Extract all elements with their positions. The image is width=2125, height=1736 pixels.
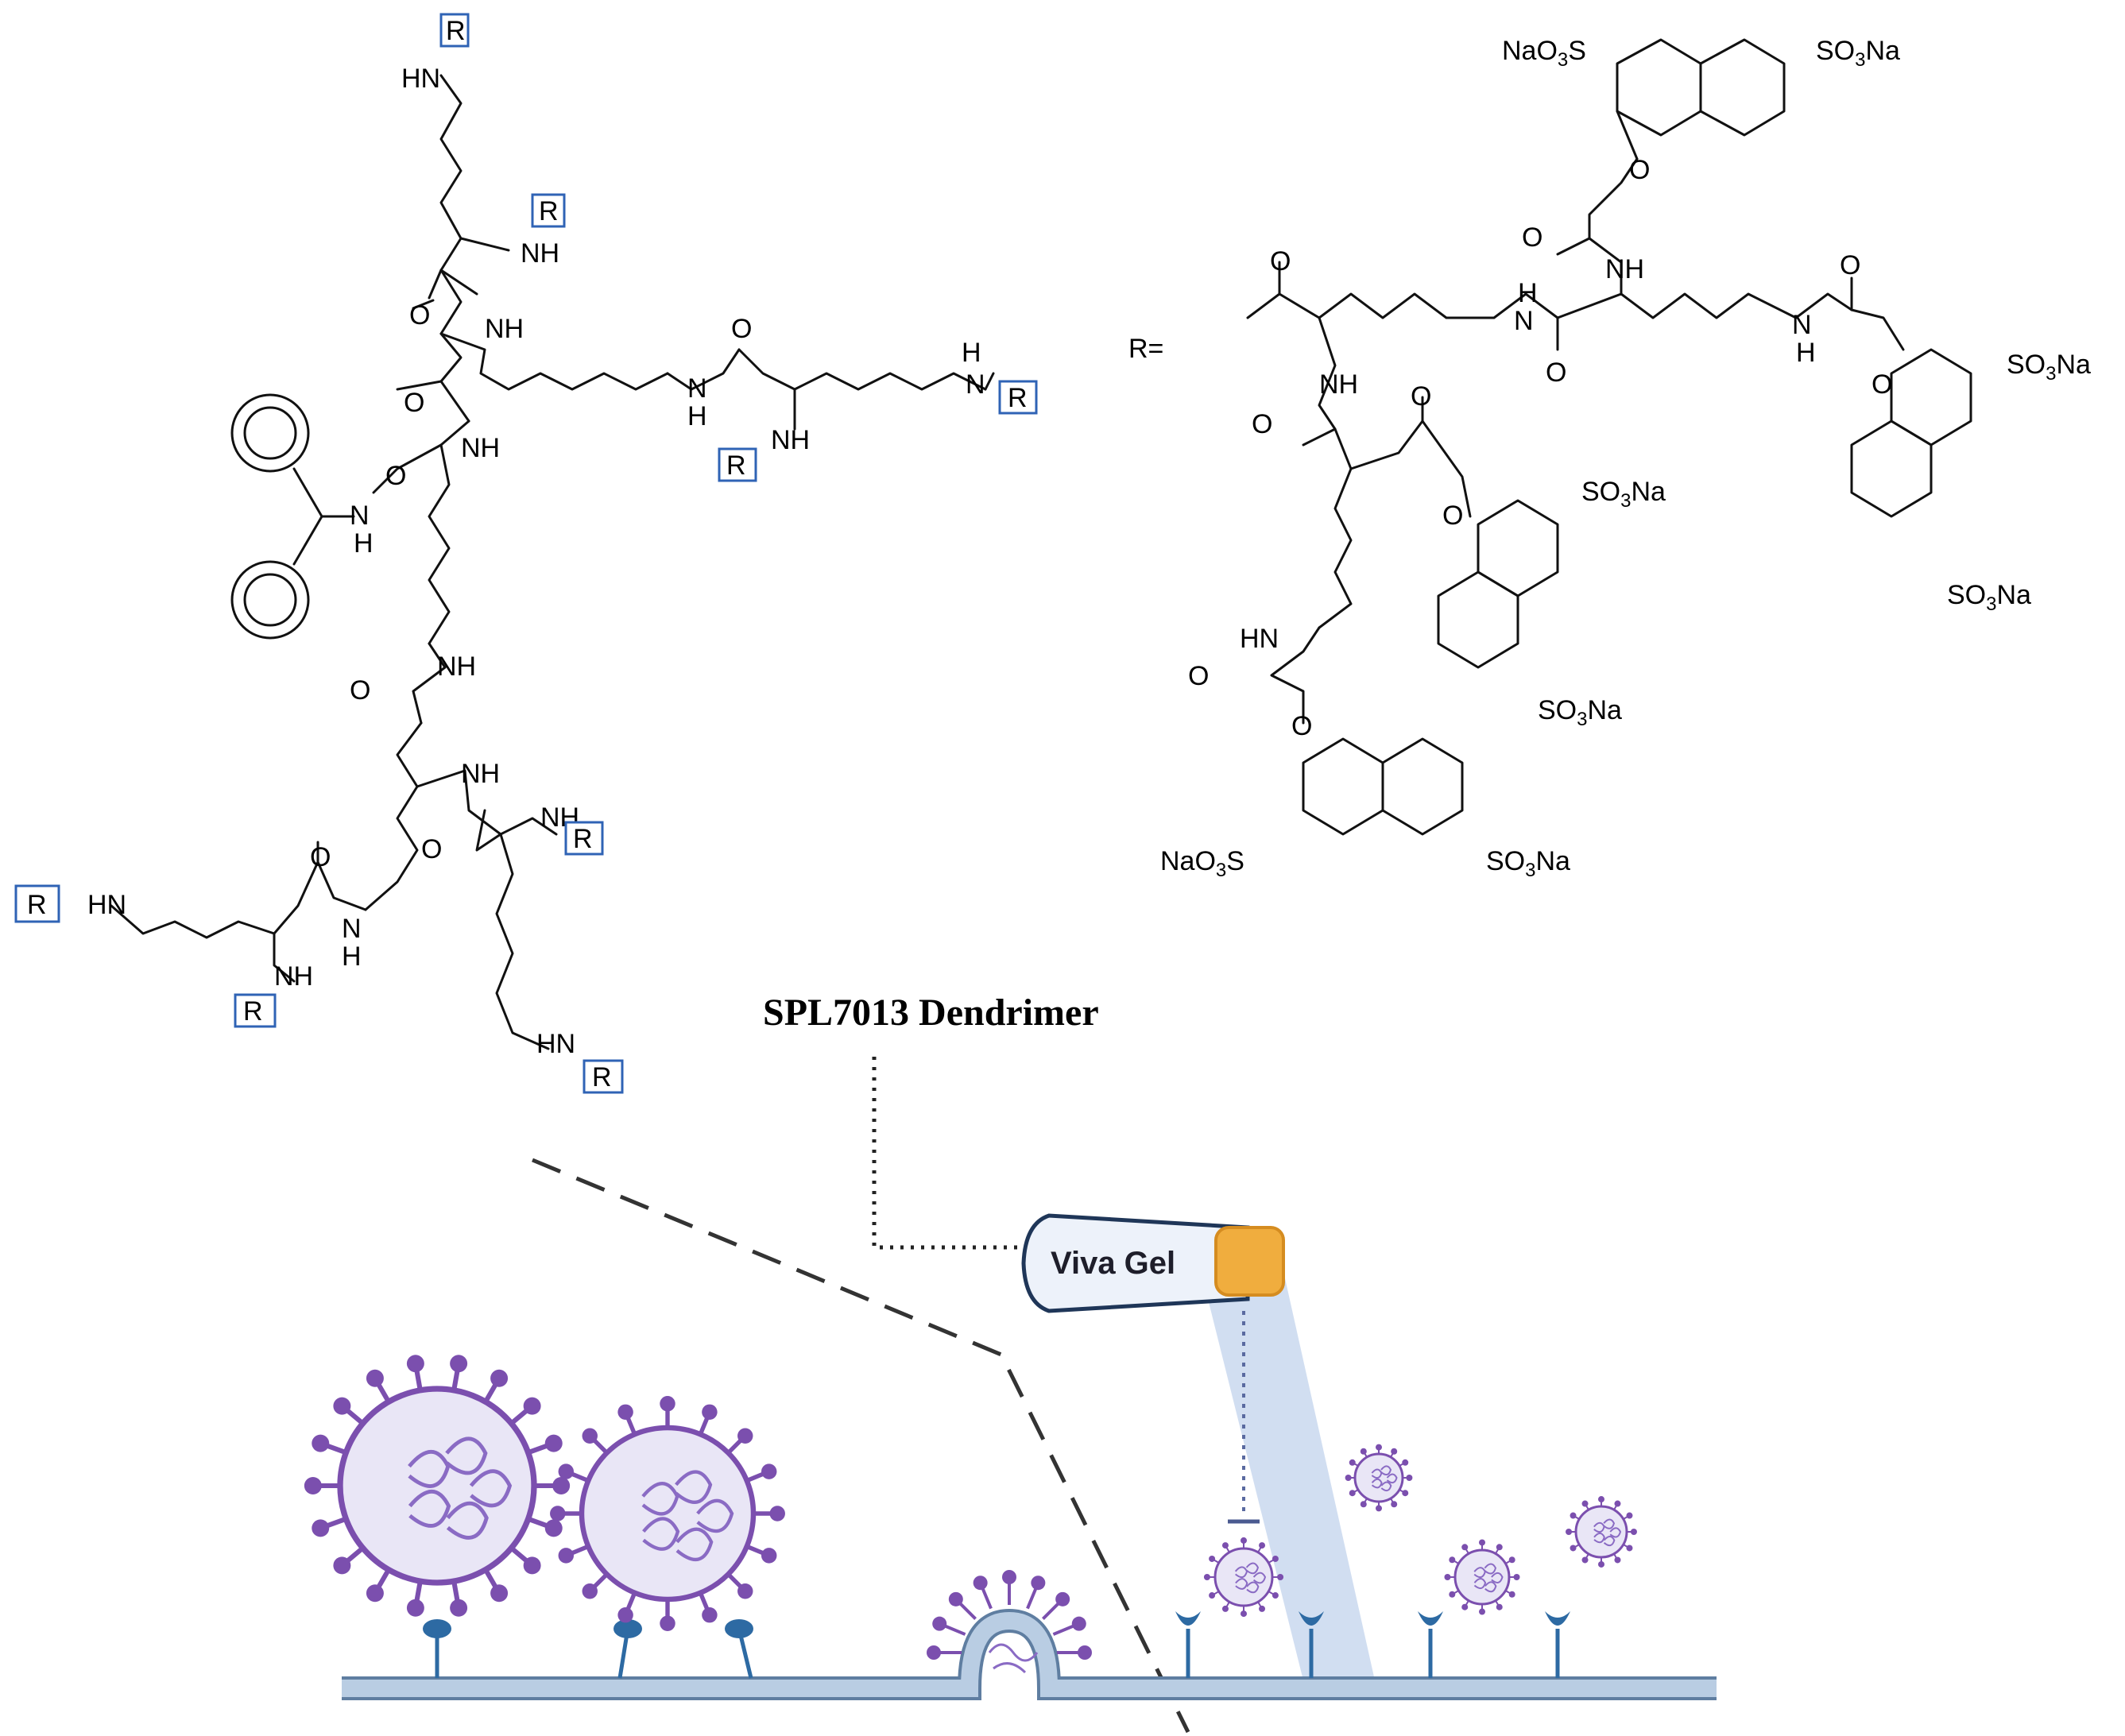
nao3s-bottom-label: NaO3S [1160,846,1244,881]
r-box: R [583,1059,624,1094]
label-nh-left: NH [1319,369,1358,400]
svg-text:R: R [27,890,47,920]
label-nh-4: NH [437,651,476,682]
virus-icon [927,1570,1092,1674]
label-o-ketone: O [1411,381,1431,412]
label-nh-3: NH [461,433,500,463]
label-o-7: O [731,314,752,344]
r-box: R [14,884,60,923]
receptor-icon [1418,1611,1443,1678]
r-box: R [234,993,277,1028]
so3na-bottom-label: SO3Na [1486,846,1570,881]
so3na-mid-bottom-label: SO3Na [1538,695,1622,730]
label-hn-left: HN [87,890,126,920]
label-o-carbonyl-top: O [1522,222,1542,253]
core-atom-labels: HN NH O NH O NH O N H NH O NH O NH O N H… [87,64,985,1059]
label-o-3: O [385,461,406,491]
virus-icon [1203,1537,1284,1618]
so3na-right-top-label: SO3Na [2007,350,2091,385]
r-box: R [564,821,604,856]
cell-membrane [342,1608,1717,1700]
label-h-right: H [962,338,981,368]
label-o-2: O [404,388,424,418]
label-h-mid: H [687,401,707,431]
viva-gel-label: Viva Gel [1051,1246,1175,1281]
label-n-right: N [966,369,985,400]
viva-gel-applicator-icon: Viva Gel [1021,1213,1285,1313]
label-n-backbone-1: N [1514,306,1534,336]
receptor-icon [725,1619,753,1679]
svg-text:R: R [243,996,263,1027]
label-n-mid: N [687,373,707,404]
label-h-backbone-1: H [1518,278,1538,308]
receptor-icon [423,1619,451,1678]
label-h-backbone-2: H [1796,338,1816,368]
label-h-lower: H [342,941,362,972]
divider-dashed-line [532,1158,1190,1734]
virus-icon [304,1355,571,1617]
r-box: R [718,447,757,482]
so3na-mid-top-label: SO3Na [1581,477,1666,512]
so3na-right-bottom-label: SO3Na [1947,580,2031,615]
label-nh-8: NH [771,425,810,455]
svg-text:R: R [726,450,746,481]
virus-icon [550,1396,785,1631]
label-h-diphenyl: H [354,528,374,559]
r-box: R [439,13,470,48]
viruses [304,1355,1637,1674]
virus-icon [1566,1496,1637,1568]
svg-text:R: R [446,16,466,46]
gel-beam [1208,1271,1375,1680]
r-box: R [998,380,1038,415]
label-o-ether-top: O [1629,155,1650,185]
r-group-labels: NaO3S SO3Na O O NH O H N O O N H SO3Na O… [1160,36,2091,881]
label-hn-r: HN [1240,624,1279,654]
label-o-1: O [409,300,430,331]
label-n-backbone-2: N [1792,310,1812,340]
r-box: R [531,193,566,228]
receptors [423,1611,1570,1679]
label-o-backbone: O [1546,358,1566,388]
label-o-lower-ether: O [1291,711,1312,741]
svg-text:R: R [592,1062,612,1092]
label-o-4: O [350,675,370,706]
label-o-mid-ether: O [1442,501,1463,531]
virus-icon [1345,1444,1413,1512]
svg-text:R: R [573,824,593,854]
label-o-lower: O [1188,661,1209,691]
r-group-boxes: R R R R R R R R [14,13,1038,1094]
label-o-6: O [310,842,331,872]
label-nh-2: NH [485,314,524,344]
label-o-left: O [1252,409,1272,439]
label-o-acetyl: O [1270,246,1291,276]
label-n-lower: N [342,914,362,944]
label-nh-7: NH [274,961,313,992]
label-hn-top: HN [401,64,440,94]
label-o-5: O [421,834,442,864]
label-nh-1: NH [521,238,559,269]
r-group-structure [1246,38,1972,836]
label-nh-5: NH [461,759,500,789]
receptor-icon [1175,1611,1201,1678]
label-hn-bottom: HN [536,1029,575,1059]
label-o-right-ether: O [1871,369,1892,400]
virus-icon [1444,1539,1520,1615]
label-nh-top: NH [1605,254,1644,284]
receptor-icon [1299,1611,1324,1678]
dendrimer-core-structure [110,74,995,1050]
so3na-top-label: SO3Na [1816,36,1900,71]
r-equals-label: R= [1128,334,1163,364]
svg-text:R: R [539,196,559,226]
svg-text:R: R [1008,383,1028,413]
nao3s-top-label: NaO3S [1502,36,1586,71]
receptor-icon [614,1619,642,1679]
diagram-title: SPL7013 Dendrimer [763,992,1099,1034]
label-o-right: O [1840,250,1860,280]
label-n-diphenyl: N [350,501,370,531]
title-leader-line [872,1057,1025,1250]
receptor-icon [1545,1611,1570,1678]
